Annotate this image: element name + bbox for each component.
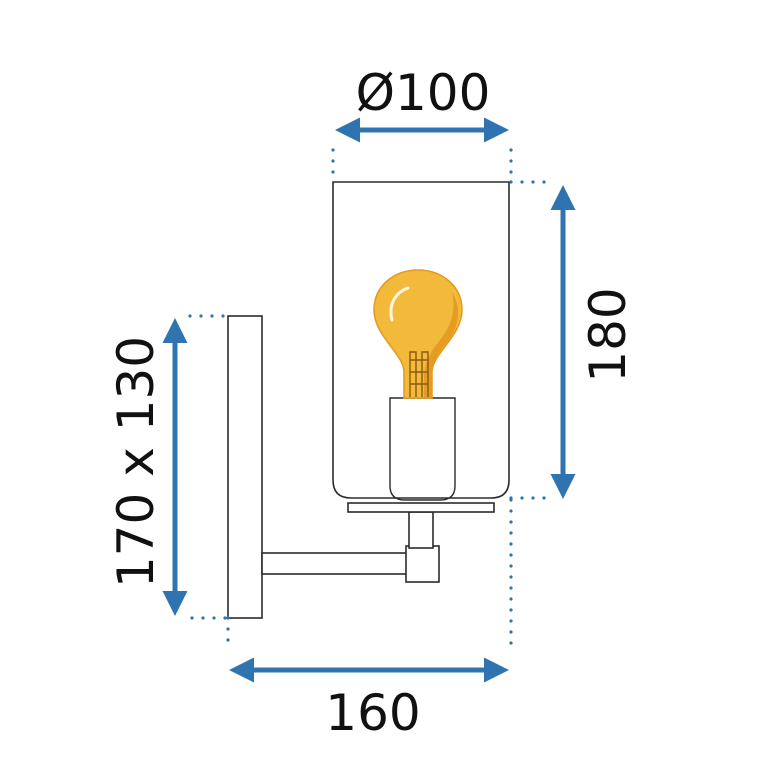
bulb-shadow (424, 292, 459, 398)
lamp-stem (408, 511, 434, 549)
lamp-socket (389, 397, 456, 501)
backplate-label: 170 x 130 (107, 336, 165, 588)
light-bulb (373, 269, 463, 399)
bulb-filament (409, 351, 429, 397)
extension-lines (188, 148, 552, 652)
bulb-glass (373, 269, 463, 399)
dimension-labels: Ø100 180 170 x 130 160 (107, 64, 637, 742)
wall-backplate (227, 315, 263, 619)
lamp-arm (261, 552, 409, 575)
height-label: 180 (579, 287, 637, 382)
lamp-illustration (227, 181, 510, 619)
arm-elbow-joint (405, 545, 440, 583)
projection-label: 160 (325, 684, 420, 742)
dimension-arrows (162, 117, 576, 683)
diameter-label: Ø100 (356, 64, 491, 122)
bulb-highlight (389, 286, 410, 322)
shade-base-plate (347, 502, 495, 513)
